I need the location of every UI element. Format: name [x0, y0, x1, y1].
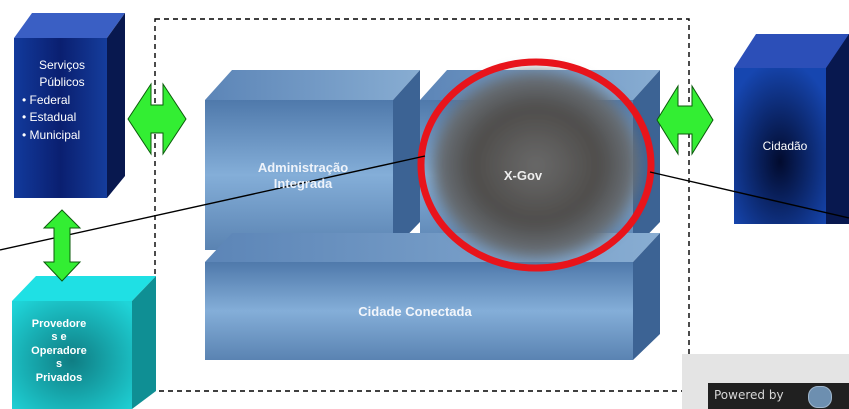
blurred-region	[432, 71, 640, 259]
provedores-line: s	[55, 358, 63, 371]
provedores-block	[12, 276, 156, 409]
servicos-item-estadual: • Estadual	[22, 110, 77, 125]
servicos-label: Serviços Públicos • Federal • Estadual •…	[22, 57, 102, 144]
xgov-label: X-Gov	[503, 168, 543, 183]
connector-line-left	[0, 155, 426, 251]
arrow-servicos-admin	[127, 82, 187, 156]
provedores-line: Provedore	[31, 318, 87, 330]
provedores-line: Privados	[35, 371, 83, 384]
powered-by-badge[interactable]: Powered by	[708, 383, 849, 409]
servicos-block	[14, 13, 125, 198]
powered-by-text: Powered by	[714, 388, 784, 402]
cidade-label: Cidade Conectada	[358, 304, 472, 319]
powered-by-logo-icon	[808, 386, 832, 408]
arrow-xgov-cidadao	[656, 84, 714, 156]
highlight-circle	[417, 58, 655, 272]
admin-label: Administração Integrada	[257, 160, 349, 191]
cidadao-label: Cidadão	[762, 139, 808, 153]
servicos-item-federal: • Federal	[22, 92, 71, 107]
dashed-frame	[154, 18, 690, 392]
servicos-item-municipal: • Municipal	[22, 127, 81, 142]
cidadao-block	[734, 34, 849, 224]
cidade-block	[205, 233, 660, 360]
provedores-label: Provedore s e Operadore s Privados	[14, 318, 104, 385]
arrow-servicos-provedores	[42, 209, 82, 282]
provedores-line: s e	[51, 331, 67, 344]
provedores-line: Operadore	[31, 344, 87, 357]
servicos-title: Serviços Públicos	[38, 58, 85, 90]
connector-line-right	[649, 171, 849, 219]
powered-by-panel: Powered by	[682, 354, 849, 409]
